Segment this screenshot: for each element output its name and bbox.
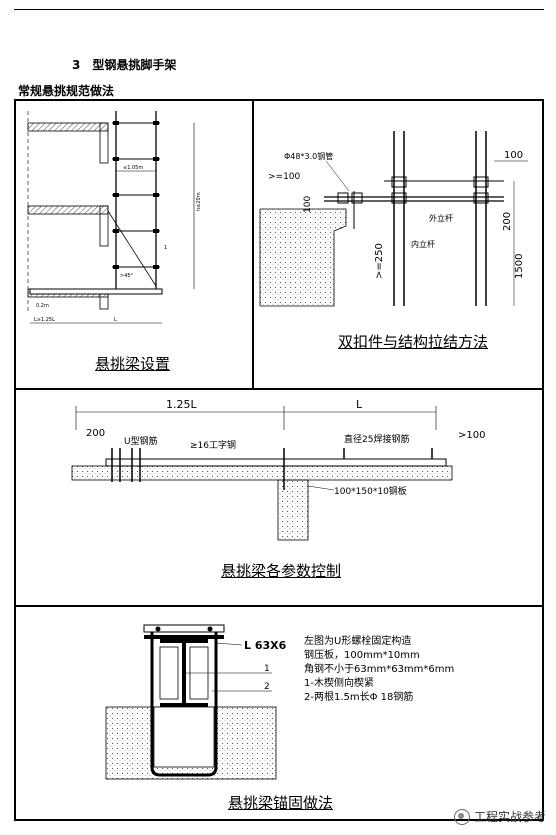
label-len: L: [114, 317, 117, 323]
panel-beam-setup: h≤20m ≤1.05m >45° 1 0.2m L≥1.25L L 悬挑梁设置: [15, 100, 253, 389]
label-base: L≥1.25L: [34, 317, 55, 323]
section-heading: 3 型钢悬挑脚手架: [72, 56, 176, 73]
figure-table: h≤20m ≤1.05m >45° 1 0.2m L≥1.25L L 悬挑梁设置: [14, 99, 544, 821]
panel-beam-anchor: L 63X6 1 2 左图为U形螺栓固定构造 钢压板，100mm*10mm 角钢…: [15, 606, 543, 820]
label-plate: 100*150*10钢板: [334, 485, 407, 497]
watermark-text: 工程实战参考: [473, 810, 546, 824]
section-number: 3: [72, 58, 81, 72]
anchor-note: 钢压板，100mm*10mm: [304, 650, 420, 661]
beam-params-drawing: 1.25L L 200 U型钢筋 ≥16工字钢 直径25焊接钢筋 >100 10…: [71, 398, 485, 541]
label-inner: 内立杆: [411, 239, 435, 249]
label-angle-steel: L 63X6: [244, 639, 287, 652]
label-L: L: [356, 398, 363, 411]
anchor-note: 1-木楔侧向楔紧: [304, 678, 374, 689]
label-v200: 200: [502, 212, 513, 231]
label-angle: >45°: [120, 273, 134, 279]
anchor-note: 角钢不小于63mm*63mm*6mm: [304, 664, 455, 675]
marker-2: 2: [264, 682, 270, 692]
label-v250: >=250: [374, 243, 385, 279]
section-title: 型钢悬挑脚手架: [92, 58, 177, 72]
beam-setup-drawing: h≤20m ≤1.05m >45° 1 0.2m L≥1.25L L: [27, 111, 202, 324]
wechat-icon: [453, 808, 470, 825]
label-ubar: U型钢筋: [124, 435, 158, 447]
marker-1: 1: [264, 664, 270, 674]
label-offset: 0.2m: [36, 303, 49, 309]
panel-beam-params: 1.25L L 200 U型钢筋 ≥16工字钢 直径25焊接钢筋 >100 10…: [15, 389, 543, 606]
label-ibeam: ≥16工字钢: [190, 439, 236, 451]
header-rule: [14, 9, 544, 10]
tie-method-drawing: Φ48*3.0钢管 >=100 100 >=250 外立杆 内立杆 100 20…: [259, 131, 528, 307]
label-h: h≤20m: [196, 192, 202, 211]
label-t100: 100: [504, 150, 523, 161]
caption-beam-setup: 悬挑梁设置: [95, 355, 171, 373]
label-outer: 外立杆: [429, 213, 453, 223]
label-pipe: Φ48*3.0钢管: [284, 151, 333, 161]
label-weld: 直径25焊接钢筋: [344, 433, 409, 445]
label-l125: 1.25L: [166, 398, 197, 411]
panel-tie-method: Φ48*3.0钢管 >=100 100 >=250 外立杆 内立杆 100 20…: [253, 100, 543, 389]
anchor-notes: 左图为U形螺栓固定构造 钢压板，100mm*10mm 角钢不小于63mm*63m…: [304, 635, 454, 705]
caption-tie-method: 双扣件与结构拉结方法: [338, 333, 489, 351]
caption-beam-params: 悬挑梁各参数控制: [221, 562, 342, 580]
watermark: 工程实战参考: [453, 808, 546, 825]
label-v1500: 1500: [514, 254, 525, 279]
label-d200: 200: [86, 428, 105, 439]
label-d100: >100: [458, 430, 485, 441]
caption-beam-anchor: 悬挑梁锚固做法: [228, 794, 334, 812]
subheading: 常规悬挑规范做法: [18, 84, 115, 98]
label-v100: 100: [303, 196, 313, 213]
label-spacing: ≤1.05m: [123, 165, 143, 171]
beam-anchor-drawing: L 63X6 1 2: [105, 624, 287, 780]
label-gap100: >=100: [268, 172, 301, 182]
label-one: 1: [164, 245, 167, 251]
anchor-note: 2-两根1.5m长Φ 18钢筋: [304, 692, 414, 703]
anchor-note: 左图为U形螺栓固定构造: [304, 636, 412, 647]
